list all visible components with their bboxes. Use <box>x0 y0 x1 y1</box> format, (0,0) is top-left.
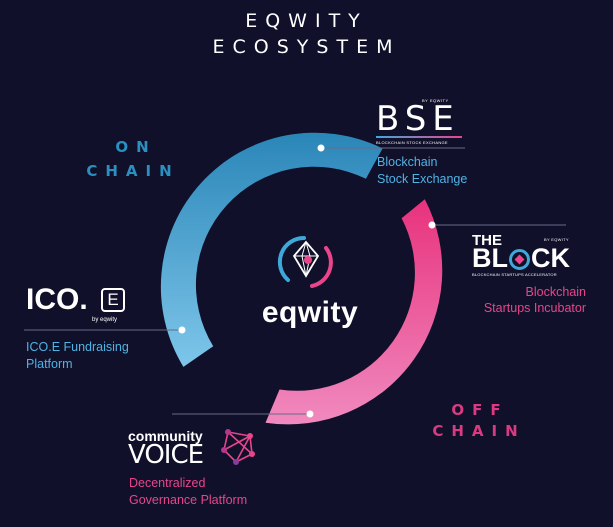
bse-logo-underline <box>376 136 462 138</box>
the-block-logo-part-b: CK <box>531 243 570 273</box>
eqwity-logo-icon <box>277 235 333 288</box>
bse-description-1: Blockchain <box>377 155 438 169</box>
block-o-icon <box>509 249 530 270</box>
ico-e-logo-tag: by eqwity <box>92 317 118 323</box>
bse-logo-subtitle: BLOCKCHAIN STOCK EXCHANGE <box>376 140 448 145</box>
title-line-2: ECOSYSTEM <box>212 36 401 58</box>
voice-node-dot <box>306 410 314 418</box>
the-block-logo-part-a: BL <box>472 243 508 273</box>
title-line-1: EQWITY <box>245 10 368 32</box>
on-chain-arc <box>160 132 383 367</box>
bse-logo: BY EQWITY BSE BLOCKCHAIN STOCK EXCHANGE <box>376 98 466 146</box>
ico-e-logo-box: E <box>101 288 125 312</box>
block-description-1: Blockchain <box>525 285 586 299</box>
center-brand: eqwity <box>261 296 359 329</box>
the-block-logo-subtitle: BLOCKCHAIN STARTUPS ACCELERATOR <box>472 272 557 277</box>
block-description-2: Startups Incubator <box>483 301 586 315</box>
the-block-logo-the: THE <box>472 232 502 249</box>
bse-node-dot <box>317 144 325 152</box>
community-voice-logo: community VOICE <box>128 428 228 468</box>
ico-description-2: Platform <box>26 357 73 371</box>
community-voice-logo-top: community <box>128 428 203 444</box>
voice-description-2: Governance Platform <box>129 493 248 507</box>
off-chain-label-1: OFF <box>451 401 509 419</box>
network-icon <box>221 429 255 465</box>
community-voice-logo-main: VOICE <box>128 440 204 470</box>
on-chain-label-2: CHAIN <box>86 162 180 180</box>
ico-description-1: ICO.E Fundraising <box>26 340 129 354</box>
on-chain-label-1: ON <box>115 138 157 156</box>
ico-node-dot <box>178 326 186 334</box>
bse-logo-tag: BY EQWITY <box>422 98 449 103</box>
off-chain-arc <box>265 199 443 425</box>
bse-logo-text: BSE <box>376 99 460 139</box>
off-chain-label-2: CHAIN <box>432 422 526 440</box>
ico-e-logo-text: ICO. <box>26 283 88 316</box>
block-node-dot <box>428 221 436 229</box>
the-block-logo: THE BY EQWITY BL CK BLOCKCHAIN STARTUPS A… <box>472 232 582 280</box>
ico-e-logo: ICO. E by eqwity <box>26 284 136 330</box>
bse-description-2: Stock Exchange <box>377 172 468 186</box>
the-block-logo-main: BL CK <box>472 244 570 272</box>
voice-description-1: Decentralized <box>129 476 206 490</box>
the-block-logo-tag: BY EQWITY <box>544 237 569 242</box>
